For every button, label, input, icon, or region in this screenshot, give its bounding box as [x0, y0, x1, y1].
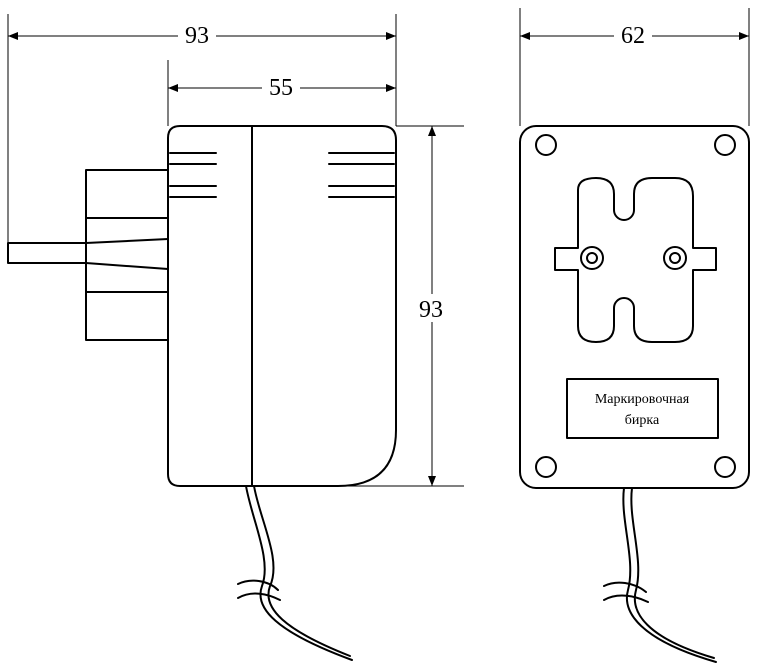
- cable-side: [237, 485, 353, 661]
- dim-label-side-body: 55: [269, 75, 293, 101]
- front-view: Маркировочная бирка: [519, 125, 750, 663]
- tag-label-line2: бирка: [625, 413, 660, 428]
- tag-label-line1: Маркировочная: [595, 392, 690, 407]
- adapter-body-front: [519, 125, 750, 489]
- cable-front: [603, 487, 717, 663]
- plug-pins: [580, 246, 687, 270]
- mounting-holes: [535, 134, 736, 478]
- marking-tag: Маркировочная бирка: [566, 378, 719, 439]
- dimension-side-overall-width: 93: [7, 14, 397, 243]
- dimension-front-width: 62: [519, 8, 750, 126]
- plug-base-outline: [554, 177, 717, 343]
- dim-label-side-overall: 93: [185, 23, 209, 49]
- dim-label-front-width: 62: [621, 23, 645, 49]
- dimension-side-height: 93: [338, 125, 464, 487]
- dimension-side-body-width: 55: [167, 60, 396, 126]
- dim-label-side-height: 93: [419, 297, 443, 323]
- vent-slots: [169, 152, 395, 198]
- plug-prongs: [7, 169, 169, 341]
- adapter-body-side: [167, 125, 397, 487]
- side-view: [7, 125, 397, 661]
